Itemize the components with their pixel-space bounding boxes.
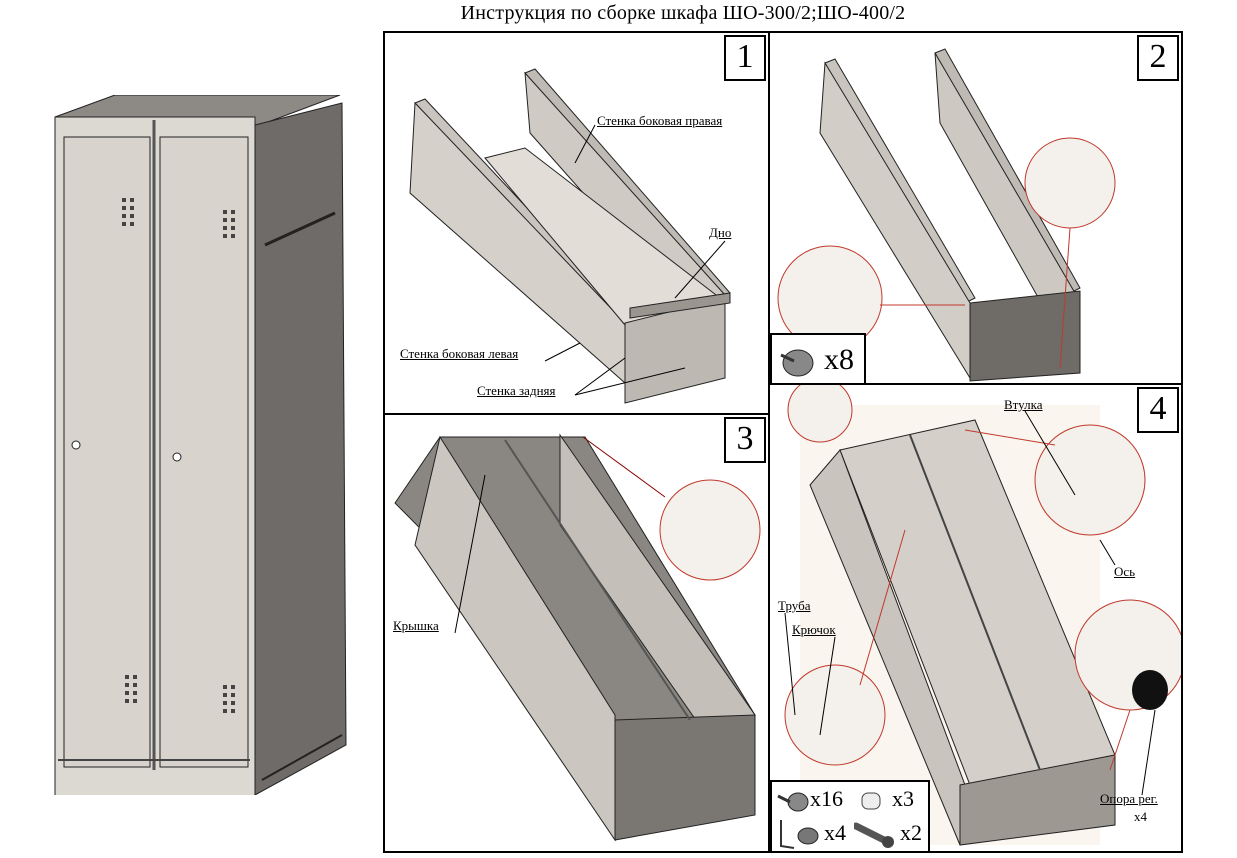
- label-axis: Ось: [1114, 564, 1136, 579]
- step-4-illustration: [784, 385, 1181, 846]
- step-number: 1: [724, 35, 766, 81]
- step-3-illustration: [394, 433, 761, 842]
- parts-screws-quantity: x16: [810, 786, 843, 811]
- step-3-leader-lines: [454, 474, 486, 634]
- step-2-illustration: [777, 48, 1116, 382]
- foot-and-key-icon: [780, 820, 819, 849]
- step-number: 4: [1137, 387, 1179, 433]
- label-foot: Опора рег.: [1100, 791, 1158, 806]
- step-4-parts-box: x16 x3 x4 x2: [770, 780, 930, 851]
- page-title: Инструкция по сборке шкафа ШО-300/2;ШО-4…: [460, 2, 906, 24]
- step-1-leader-lines: [544, 124, 726, 396]
- step-3-panel: 3 Крышка: [383, 413, 770, 853]
- step-number: 2: [1137, 35, 1179, 81]
- label-left-wall: Стенка боковая левая: [400, 346, 519, 361]
- step-2-fastener-box: x8: [770, 333, 866, 383]
- label-right-wall: Стенка боковая правая: [597, 113, 723, 128]
- screw-icon: [780, 349, 814, 377]
- step-2-panel: 2 x8: [768, 31, 1183, 385]
- assembled-cabinet-illustration: [54, 95, 347, 795]
- fastener-quantity: x8: [824, 343, 854, 376]
- label-tube: Труба: [778, 598, 811, 613]
- parts-bushings-quantity: x3: [892, 786, 914, 811]
- step-4-panel: 4 Втулка Ось Труба Крючок Опора рег. x4 …: [768, 383, 1183, 853]
- parts-hooks-quantity: x2: [900, 820, 922, 845]
- bushing-icon: [861, 792, 881, 810]
- step-number: 3: [724, 417, 766, 463]
- label-bushing: Втулка: [1004, 397, 1043, 412]
- label-foot-quantity: x4: [1134, 809, 1147, 824]
- screw-icon: [777, 792, 809, 812]
- label-lid: Крышка: [393, 618, 439, 633]
- step-4-leader-lines: [784, 410, 1156, 796]
- hook-icon: [854, 822, 894, 848]
- label-bottom: Дно: [709, 225, 732, 240]
- label-hook: Крючок: [792, 622, 836, 637]
- step-1-panel: 1 Стенка боковая правая Дно Стенка боков…: [383, 31, 770, 415]
- parts-feet-quantity: x4: [824, 820, 846, 845]
- label-back-wall: Стенка задняя: [477, 383, 556, 398]
